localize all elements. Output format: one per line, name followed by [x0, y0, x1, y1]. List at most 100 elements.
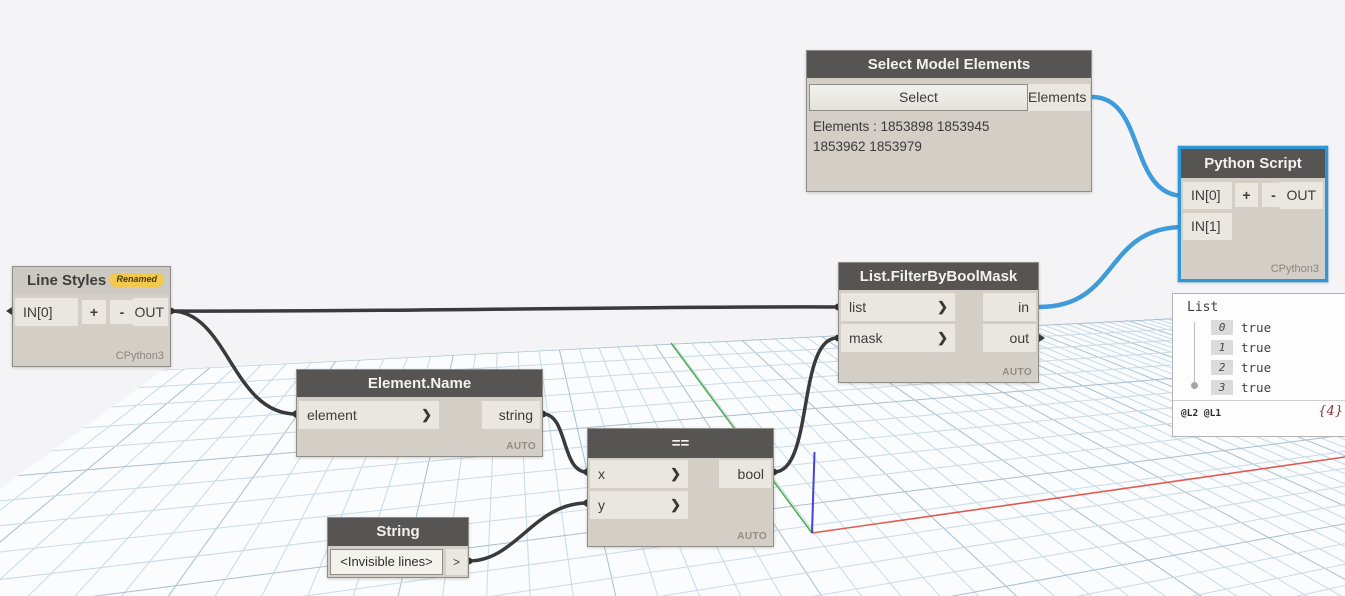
grid-line — [506, 309, 1345, 596]
grid-line — [506, 309, 1345, 596]
chevron-right-icon[interactable]: ❯ — [670, 466, 681, 481]
port-in-mask[interactable]: mask ❯ — [841, 324, 955, 352]
node-title[interactable]: Python Script — [1181, 149, 1325, 178]
port-out-out[interactable]: out — [983, 324, 1036, 352]
list-item-value: true — [1241, 360, 1272, 375]
wire-bool-to-mask[interactable] — [772, 336, 840, 474]
grid-line — [506, 309, 1345, 596]
list-index-badge: 2 — [1211, 360, 1233, 375]
port-out-elements[interactable]: Elements — [1028, 84, 1090, 111]
grid-line — [0, 309, 508, 596]
list-item-value: true — [1241, 340, 1272, 355]
grid-line — [506, 309, 1281, 596]
wire-linestyles-to-list[interactable] — [169, 305, 840, 313]
grid-line — [506, 309, 1240, 596]
node-title[interactable]: == — [588, 429, 773, 458]
wire-stringnode-to-y[interactable] — [467, 501, 589, 563]
chevron-right-icon[interactable]: ❯ — [937, 330, 948, 345]
wire-elements-to-in0[interactable] — [1089, 94, 1187, 199]
chevron-right-icon[interactable]: ❯ — [670, 497, 681, 512]
add-input-button[interactable]: + — [1235, 183, 1258, 207]
port-in-element[interactable]: element ❯ — [299, 401, 439, 429]
grid-line — [506, 309, 1345, 596]
grid-line — [0, 309, 1345, 528]
selected-elements-value: Elements : 1853898 1853945 1853962 18539… — [813, 119, 990, 154]
port-in-x[interactable]: x ❯ — [590, 460, 688, 488]
lacing-label: AUTO — [737, 531, 767, 542]
wire-linestyles-to-element[interactable] — [169, 309, 298, 416]
list-count-badge: {4} — [1318, 404, 1343, 419]
node-equals[interactable]: == x ❯ bool y ❯ AUTO — [587, 428, 774, 547]
port-in-0[interactable]: IN[0] — [1183, 182, 1232, 209]
preview-tree-dot — [1191, 382, 1198, 389]
string-value-input[interactable]: <Invisible lines> — [330, 549, 443, 575]
port-out[interactable]: OUT — [133, 298, 168, 326]
node-title[interactable]: List.FilterByBoolMask — [839, 263, 1038, 290]
port-out[interactable]: OUT — [1279, 182, 1323, 209]
grid-line — [506, 309, 1345, 596]
port-in-list[interactable]: list ❯ — [841, 293, 955, 321]
port-out[interactable]: > — [446, 549, 467, 575]
node-element-name[interactable]: Element.Name element ❯ string AUTO — [296, 369, 543, 457]
node-title[interactable]: Select Model Elements — [807, 51, 1091, 78]
levels-indicator[interactable]: @L2 @L1 — [1181, 408, 1222, 419]
port-out-in[interactable]: in — [983, 293, 1036, 321]
wire-filterin-to-in1[interactable] — [1036, 224, 1187, 310]
grid-line — [506, 309, 1345, 596]
grid-line — [506, 309, 1159, 596]
remove-input-button[interactable]: - — [110, 300, 134, 324]
port-in-0[interactable]: IN[0] — [15, 298, 78, 326]
grid-line — [506, 309, 1345, 596]
grid-line — [506, 309, 722, 596]
node-title[interactable]: String — [328, 518, 468, 546]
grid-line — [506, 309, 858, 596]
grid-line — [0, 309, 508, 596]
grid-line — [506, 309, 1345, 596]
grid-line — [506, 309, 1033, 596]
list-item: 3 true — [1211, 378, 1271, 398]
node-list-filterbyboolmask[interactable]: List.FilterByBoolMask list ❯ in mask ❯ o… — [838, 262, 1039, 383]
grid-line — [506, 309, 1345, 596]
wire-string-to-x[interactable] — [541, 412, 589, 474]
add-input-button[interactable]: + — [82, 300, 106, 324]
port-markers — [6, 307, 1045, 507]
list-item-value: true — [1241, 320, 1272, 335]
preview-tree-line — [1194, 322, 1195, 382]
list-item-value: true — [1241, 380, 1272, 395]
lacing-label: AUTO — [506, 441, 536, 452]
list-item: 2 true — [1211, 358, 1271, 378]
node-python-script[interactable]: Python Script IN[0] + - OUT IN[1] CPytho… — [1178, 146, 1328, 282]
port-marker — [581, 468, 587, 476]
preview-divider — [1173, 400, 1345, 401]
node-select-model-elements[interactable]: Select Model Elements Select Elements El… — [806, 50, 1092, 192]
port-out-bool[interactable]: bool — [719, 460, 771, 488]
grid-line — [0, 309, 1345, 380]
grid-line — [506, 309, 903, 596]
port-in-1[interactable]: IN[1] — [1183, 213, 1232, 240]
grid-line — [506, 309, 990, 596]
port-out-string[interactable]: string — [482, 401, 540, 429]
grid-line — [506, 309, 1345, 596]
select-button[interactable]: Select — [809, 84, 1028, 111]
node-string[interactable]: String <Invisible lines> > — [327, 517, 469, 578]
node-title[interactable]: Line Styles — [13, 267, 170, 294]
grid-line — [506, 309, 1320, 596]
node-title[interactable]: Element.Name — [297, 370, 542, 397]
preview-root-label: List — [1187, 300, 1219, 315]
port-in-y[interactable]: y ❯ — [590, 491, 688, 519]
node-line-styles[interactable]: Line Styles Renamed IN[0] + - OUT CPytho… — [12, 266, 171, 367]
chevron-right-icon[interactable]: ❯ — [937, 299, 948, 314]
grid-line — [506, 309, 629, 596]
grid-line — [506, 309, 1075, 596]
chevron-right-icon[interactable]: ❯ — [421, 407, 432, 422]
grid-line — [506, 309, 676, 596]
grid-line — [506, 309, 582, 596]
list-index-badge: 3 — [1211, 380, 1233, 395]
grid-line — [506, 309, 1345, 596]
x-axis-red — [811, 456, 1345, 534]
